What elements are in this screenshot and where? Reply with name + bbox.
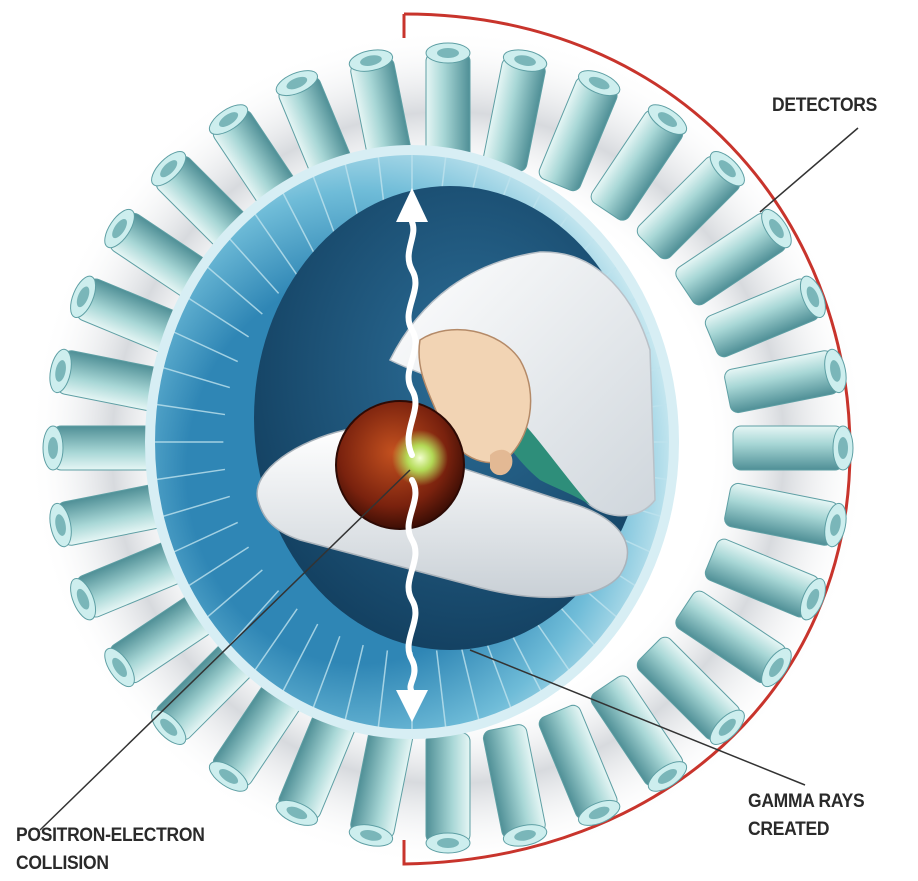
collision-label-line-1: POSITRON-ELECTRON	[16, 822, 205, 850]
gamma-rays-label: GAMMA RAYS CREATED	[748, 788, 864, 844]
detectors-label: DETECTORS	[772, 92, 877, 120]
detector-rod	[733, 426, 853, 470]
collision-label: POSITRON-ELECTRON COLLISION	[16, 822, 205, 878]
detector-rod	[426, 43, 470, 163]
gamma-rays-label-line-1: GAMMA RAYS	[748, 788, 864, 816]
detector-rod	[426, 733, 470, 853]
detectors-label-text: DETECTORS	[772, 92, 877, 120]
collision-label-line-2: COLLISION	[16, 850, 205, 878]
gamma-rays-label-line-2: CREATED	[748, 816, 864, 844]
detector-rod	[43, 426, 163, 470]
collision-flash	[392, 430, 448, 486]
detectors-callout-line	[760, 128, 858, 212]
